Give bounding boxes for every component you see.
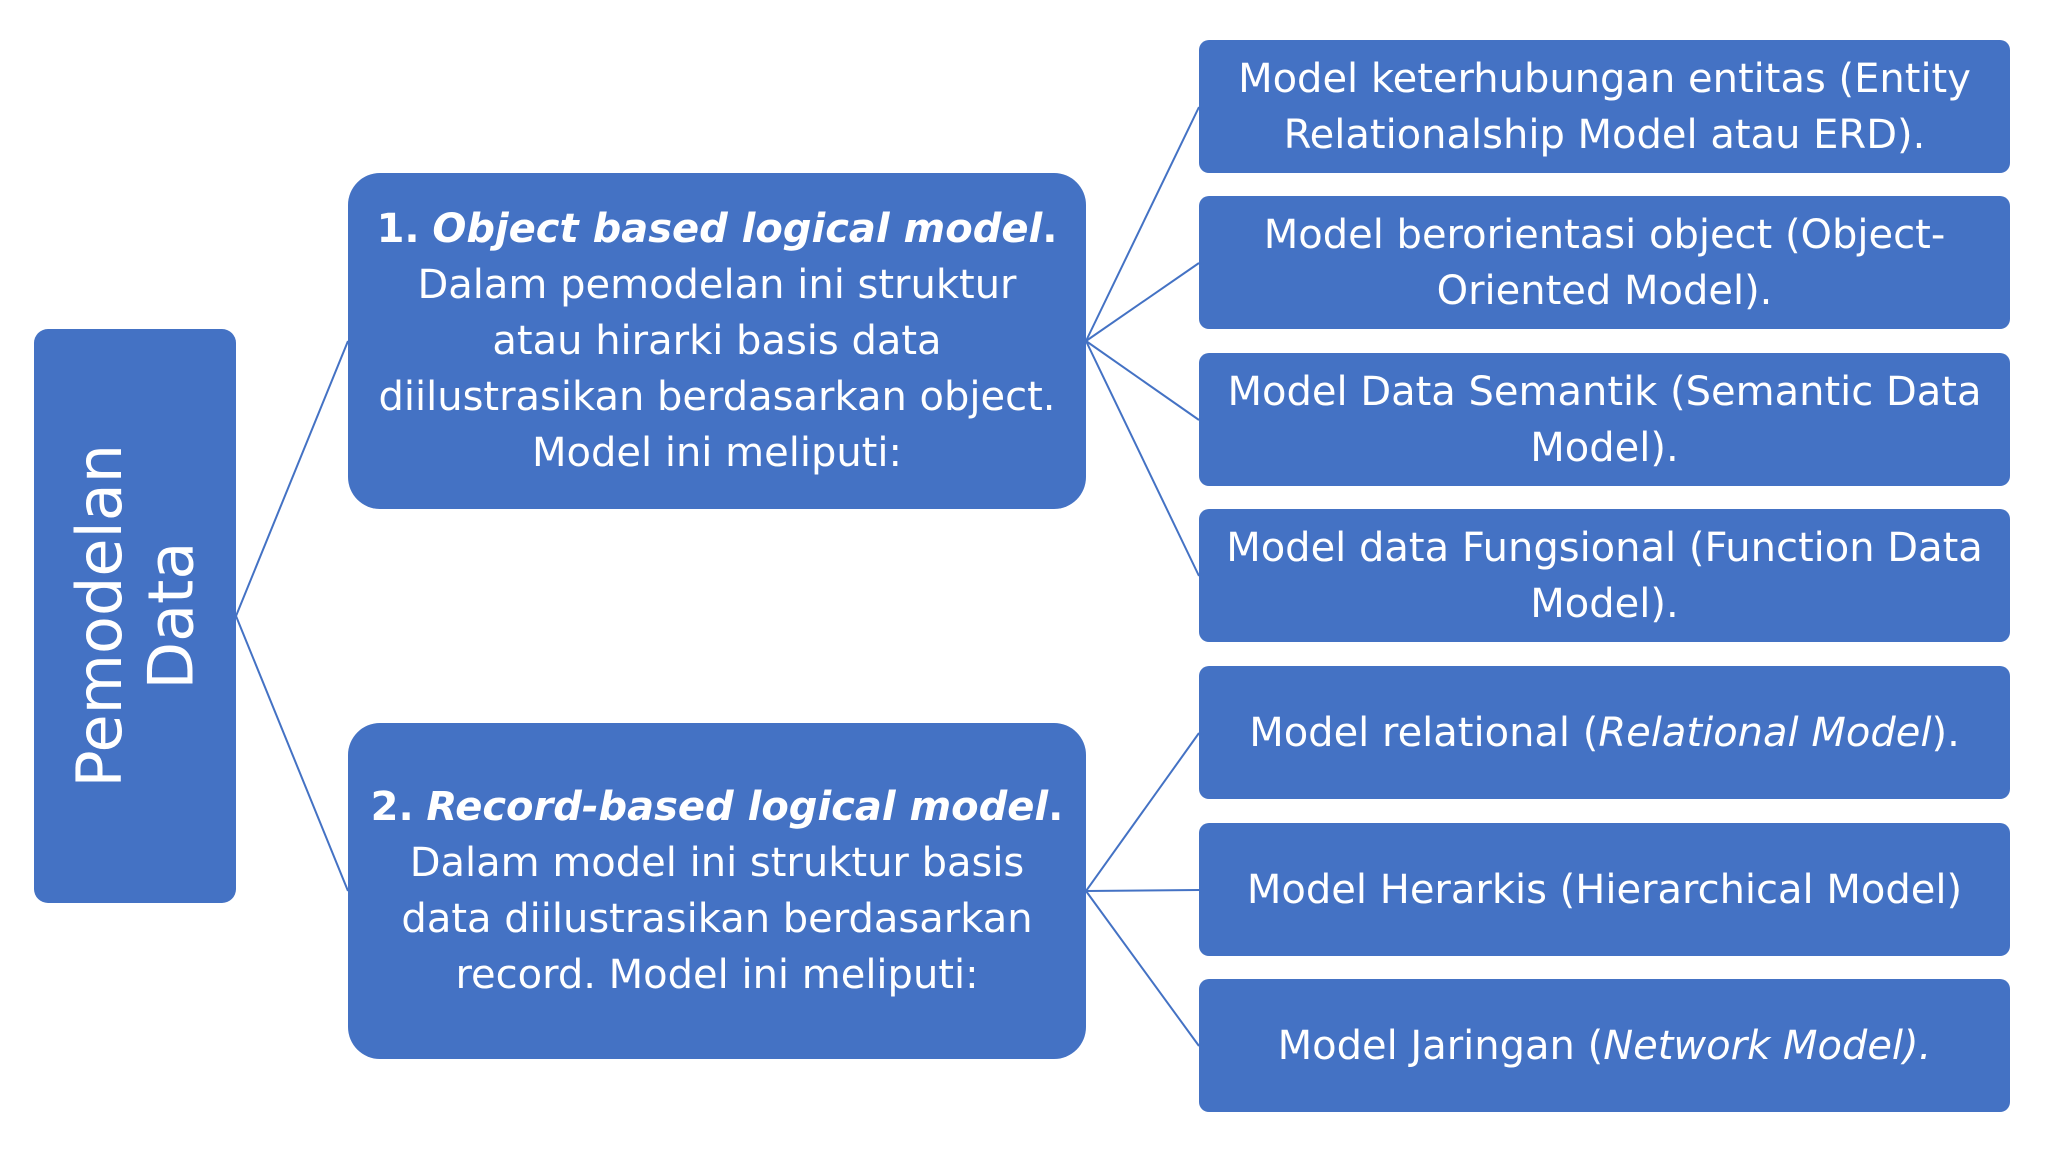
leaf-functional-label: Model data Fungsional (Function Data Mod…	[1226, 524, 1983, 627]
connector-b1-item3	[1085, 340, 1200, 421]
leaf-object-oriented-label: Model berorientasi object (Object-Orient…	[1263, 211, 1946, 314]
leaf-object-oriented-model: Model berorientasi object (Object-Orient…	[1199, 196, 2010, 329]
branch1-title-period: .	[1042, 206, 1058, 252]
leaf-relational-model: Model relational (Relational Model).	[1199, 666, 2010, 799]
leaf-relational-pre: Model relational (	[1249, 709, 1599, 756]
leaf-hierarchical-model: Model Herarkis (Hierarchical Model)	[1199, 823, 2010, 956]
connector-b1-item4	[1085, 340, 1200, 577]
root-label-line1: Pemodelan	[62, 444, 136, 788]
branch1-number: 1.	[376, 206, 420, 252]
branch1-description: Dalam pemodelan ini struktur atau hirark…	[378, 262, 1056, 476]
connector-b1-item1	[1085, 106, 1200, 342]
branch2-description: Dalam model ini struktur basis data diil…	[401, 840, 1033, 998]
connector-b2-item3	[1085, 890, 1200, 1047]
connector-b1-item2	[1085, 262, 1200, 342]
leaf-relational-post: ).	[1931, 709, 1960, 756]
branch-record-based: 2. Record-based logical model. Dalam mod…	[348, 723, 1086, 1059]
root-label-line2: Data	[134, 541, 207, 691]
branch-object-based: 1. Object based logical model. Dalam pem…	[348, 173, 1086, 509]
leaf-network-model: Model Jaringan (Network Model).	[1199, 979, 2010, 1112]
branch2-text: 2. Record-based logical model. Dalam mod…	[370, 779, 1064, 1003]
leaf-network-pre: Model Jaringan (	[1277, 1022, 1604, 1069]
leaf-network-label: Model Jaringan (Network Model).	[1278, 1018, 1932, 1074]
leaf-relational-italic: Relational Model	[1598, 709, 1932, 756]
leaf-network-italic: Network Model).	[1603, 1022, 1932, 1069]
branch2-title-period: .	[1048, 784, 1064, 830]
connector-b2-item1	[1085, 732, 1200, 892]
leaf-erd-model: Model keterhubungan entitas (Entity Rela…	[1199, 40, 2010, 173]
branch2-title: Record-based logical model	[426, 784, 1049, 830]
leaf-hierarchical-label: Model Herarkis (Hierarchical Model)	[1246, 866, 1963, 913]
leaf-semantic-model: Model Data Semantik (Semantic Data Model…	[1199, 353, 2010, 486]
leaf-relational-label: Model relational (Relational Model).	[1249, 705, 1960, 761]
connector-b2-item2	[1085, 889, 1200, 892]
branch1-text: 1. Object based logical model. Dalam pem…	[370, 201, 1064, 481]
leaf-erd-label: Model keterhubungan entitas (Entity Rela…	[1238, 55, 1971, 158]
connector-root-branch2	[235, 615, 349, 892]
connector-root-branch1	[235, 340, 349, 617]
branch1-title: Object based logical model	[432, 206, 1043, 252]
branch2-number: 2.	[370, 784, 414, 830]
leaf-semantic-label: Model Data Semantik (Semantic Data Model…	[1227, 368, 1982, 471]
leaf-functional-model: Model data Fungsional (Function Data Mod…	[1199, 509, 2010, 642]
